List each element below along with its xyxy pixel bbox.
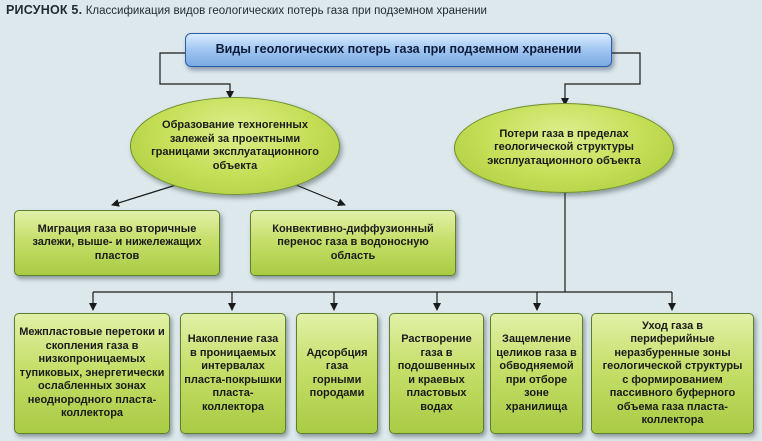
caption-label: РИСУНОК 5. (6, 3, 83, 17)
bottom-node-6: Уход газа в периферийные неразбуренные з… (591, 313, 754, 434)
bottom-node-text: Адсорбция газа горными породами (306, 346, 368, 400)
connector-root-to-right (561, 52, 641, 106)
bottom-node-text: Межпластовые перетоки и скопления газа в… (19, 326, 165, 420)
bottom-node-5: Защемление целиков газа в обводняемой пр… (490, 313, 583, 434)
ellipse-right-text: Потери газа в пределах геологической стр… (487, 127, 641, 167)
bottom-node-1: Межпластовые перетоки и скопления газа в… (14, 313, 170, 434)
mid-node-right: Конвективно-диффузионный перенос газа в … (250, 210, 456, 276)
bottom-node-2: Накопление газа в проницаемых интервалах… (180, 313, 286, 434)
caption-text: Классификация видов геологических потерь… (85, 5, 487, 17)
connector-left-to-mid-left (111, 184, 177, 207)
bottom-node-3: Адсорбция газа горными породами (296, 313, 378, 434)
mid-left-text: Миграция газа во вторичные залежи, выше-… (32, 222, 202, 262)
ellipse-node-left: Образование техногенных залежей за проек… (130, 97, 340, 195)
connector-root-to-left (159, 52, 234, 99)
bottom-node-text: Уход газа в периферийные неразбуренные з… (602, 319, 743, 427)
mid-node-left: Миграция газа во вторичные залежи, выше-… (14, 210, 220, 276)
ellipse-left-text: Образование техногенных залежей за проек… (151, 119, 319, 172)
connector-left-to-mid-right (295, 184, 346, 207)
bottom-node-text: Растворение газа в подошвенных и краевых… (397, 333, 476, 413)
root-node: Виды геологических потерь газа при подзе… (185, 33, 612, 67)
root-node-text: Виды геологических потерь газа при подзе… (215, 42, 582, 57)
bottom-node-4: Растворение газа в подошвенных и краевых… (389, 313, 484, 434)
figure-caption: РИСУНОК 5. Классификация видов геологиче… (6, 3, 487, 17)
ellipse-node-right: Потери газа в пределах геологической стр… (454, 103, 674, 193)
mid-right-text: Конвективно-диффузионный перенос газа в … (272, 222, 434, 262)
bottom-node-text: Накопление газа в проницаемых интервалах… (184, 333, 282, 413)
bottom-node-text: Защемление целиков газа в обводняемой пр… (496, 333, 577, 413)
